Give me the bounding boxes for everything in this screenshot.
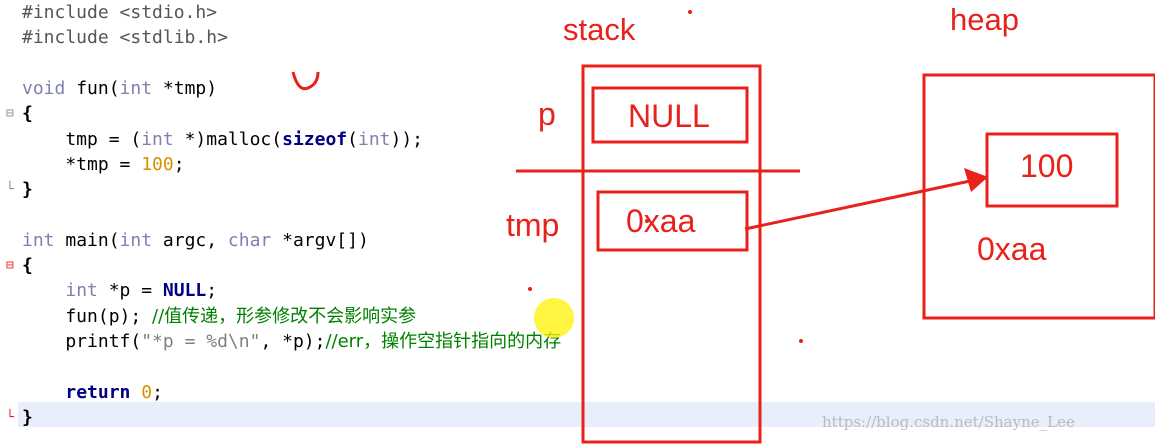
code-token: sizeof <box>282 128 348 150</box>
code-token: *p = <box>97 280 163 302</box>
code-line: tmp = (int *)malloc(sizeof(int)); <box>22 127 423 152</box>
stack-frame-box <box>581 64 762 444</box>
code-token: tmp = ( <box>22 128 142 150</box>
code-line: { <box>22 101 33 126</box>
annotation-dot <box>799 339 803 343</box>
heap-value-box <box>985 132 1119 208</box>
fold-marker[interactable]: ⊟ <box>6 258 14 273</box>
code-line: } <box>22 177 33 202</box>
code-line: printf("*p = %d\n", *p);//err，操作空指针指向的内存 <box>22 329 561 354</box>
code-token: int <box>141 128 174 150</box>
code-token: fun( <box>65 77 120 99</box>
fold-end-marker: └ <box>6 182 14 197</box>
code-token: )); <box>390 128 424 150</box>
code-token: } <box>22 179 33 201</box>
code-token: ; <box>173 153 185 175</box>
code-token: 100 <box>141 153 174 175</box>
code-token: argc, <box>152 229 228 251</box>
code-token: "*p = %d\n" <box>141 330 261 352</box>
code-token: ( <box>347 128 358 150</box>
code-token: *)malloc( <box>173 128 283 150</box>
code-token: 0 <box>141 381 153 403</box>
annotation-dot <box>528 287 532 291</box>
code-token: NULL <box>162 280 207 302</box>
code-token: ; <box>206 280 218 302</box>
pointer-arrow-line <box>744 179 971 231</box>
heap-value: 100 <box>1020 148 1074 184</box>
code-token: { <box>22 255 33 276</box>
p-label: p <box>538 96 556 132</box>
code-line: void fun(int *tmp) <box>22 76 217 101</box>
code-token: ; <box>152 381 163 403</box>
annotation-dot <box>688 10 692 14</box>
code-token: int <box>119 229 153 251</box>
annotation-dot <box>645 219 649 223</box>
code-token: void <box>22 77 66 99</box>
code-token: #include <stdio.h> <box>22 2 218 23</box>
tmp-label: tmp <box>506 207 560 243</box>
code-token: return <box>65 381 131 403</box>
code-token: *tmp = <box>22 153 142 175</box>
code-token: //err，操作空指针指向的内存 <box>325 330 562 352</box>
code-token: fun(p); <box>22 305 153 327</box>
code-line: int main(int argc, char *argv[]) <box>22 228 369 253</box>
code-line: *tmp = 100; <box>22 152 185 177</box>
code-line: } <box>22 405 33 430</box>
code-line: fun(p); //值传递，形参修改不会影响实参 <box>22 304 416 329</box>
code-token: #include <stdlib.h> <box>22 27 228 49</box>
code-token: main( <box>54 229 120 251</box>
pointer-arrowhead <box>964 168 988 192</box>
code-line: return 0; <box>22 380 163 405</box>
code-token: char <box>227 229 272 251</box>
code-token: , *p); <box>260 330 326 352</box>
fold-end-marker: └ <box>6 410 14 425</box>
code-line: int *p = NULL; <box>22 278 217 303</box>
code-token: printf( <box>22 330 142 352</box>
code-token: int <box>119 77 153 99</box>
heap-address: 0xaa <box>977 231 1047 267</box>
code-token: //值传递，形参修改不会影响实参 <box>152 305 417 327</box>
annotation-mark <box>291 71 320 91</box>
code-token: { <box>22 103 33 125</box>
p-value: NULL <box>628 98 710 134</box>
stack-label: stack <box>563 12 636 47</box>
code-token: *tmp) <box>152 77 218 99</box>
code-token: *argv[]) <box>271 229 369 251</box>
code-token: } <box>22 406 33 428</box>
watermark: https://blog.csdn.net/Shayne_Lee <box>822 413 1075 431</box>
code-line: #include <stdio.h> <box>22 0 217 25</box>
tmp-value-box <box>596 190 749 252</box>
p-value-box <box>591 86 749 144</box>
tmp-value: 0xaa <box>626 203 696 239</box>
code-token: int <box>22 229 55 251</box>
code-line: #include <stdlib.h> <box>22 25 228 50</box>
code-line: { <box>22 253 33 278</box>
code-token: int <box>357 128 391 150</box>
fold-marker[interactable]: ⊟ <box>6 106 14 121</box>
heap-label: heap <box>950 2 1019 37</box>
code-token: int <box>65 280 98 302</box>
heap-region-box <box>922 73 1155 320</box>
current-line-highlight <box>18 402 1155 427</box>
cursor-highlight <box>534 298 574 338</box>
